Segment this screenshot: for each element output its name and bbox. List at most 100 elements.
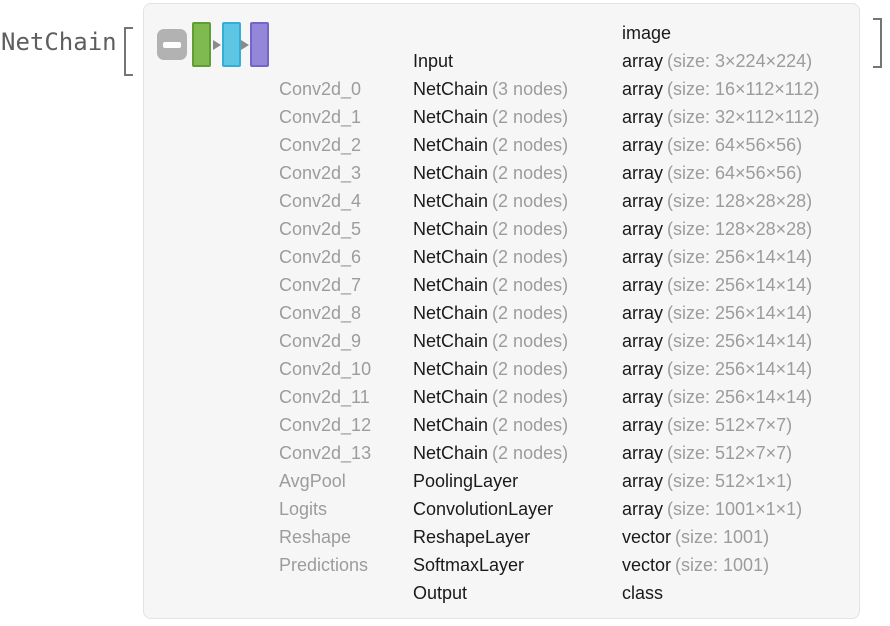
port-cell: array(size: 512×7×7) [622,439,792,467]
layer-table: image Input array(size: 3×224×224) Conv2… [144,19,859,607]
layer-name: Conv2d_3 [279,163,362,183]
layer-type: Input [413,51,454,71]
port-cell: array(size: 256×14×14) [622,271,812,299]
port-size-note: (size: 16×112×112) [667,79,820,99]
port-size-note: (size: 1001) [675,555,770,575]
layer-type-cell: ConvolutionLayer [413,495,557,523]
layer-row: Logits ConvolutionLayer array(size: 1001… [144,495,859,523]
layer-type: NetChain [413,303,489,323]
layer-row: Output class [144,579,859,607]
port-type: array [622,79,664,99]
minimize-button[interactable] [157,29,187,60]
port-size-note: (size: 32×112×112) [667,107,820,127]
layer-type-note: (2 nodes) [492,163,569,183]
layer-type-note: (2 nodes) [492,219,569,239]
port-cell: array(size: 128×28×28) [622,187,812,215]
port-type: array [622,387,664,407]
layer-type: NetChain [413,135,489,155]
layer-row: Conv2d_11 NetChain(2 nodes) array(size: … [144,383,859,411]
layer-row: Conv2d_13 NetChain(2 nodes) array(size: … [144,439,859,467]
port-size-note: (size: 3×224×224) [667,51,813,71]
layer-type: ConvolutionLayer [413,499,554,519]
port-size-note: (size: 256×14×14) [667,275,813,295]
layer-type-cell: NetChain(2 nodes) [413,187,568,215]
layer-type-note: (2 nodes) [492,107,569,127]
layer-row: AvgPool PoolingLayer array(size: 512×1×1… [144,467,859,495]
layer-type: NetChain [413,219,489,239]
layer-type-cell: NetChain(2 nodes) [413,411,568,439]
layer-type-cell: ReshapeLayer [413,523,534,551]
port-type: array [622,191,664,211]
layer-name: Conv2d_6 [279,247,362,267]
port-type: array [622,499,664,519]
port-cell: array(size: 64×56×56) [622,131,802,159]
port-cell: array(size: 256×14×14) [622,383,812,411]
layer-type-cell: NetChain(2 nodes) [413,355,568,383]
port-cell: array(size: 256×14×14) [622,355,812,383]
layer-thumbnail-green [192,22,211,67]
layer-type-cell: NetChain(2 nodes) [413,103,568,131]
layer-name: Conv2d_9 [279,331,362,351]
layer-type: NetChain [413,415,489,435]
layer-name: Reshape [279,527,352,547]
layer-row: Conv2d_10 NetChain(2 nodes) array(size: … [144,355,859,383]
layer-type-note: (2 nodes) [492,303,569,323]
layer-type-cell: NetChain(2 nodes) [413,131,568,159]
layer-type-note: (3 nodes) [492,79,569,99]
port-cell: array(size: 3×224×224) [622,47,812,75]
port-size-note: (size: 256×14×14) [667,331,813,351]
port-type: array [622,275,664,295]
layer-type: NetChain [413,443,489,463]
layer-row: Reshape ReshapeLayer vector(size: 1001) [144,523,859,551]
layer-type: PoolingLayer [413,471,519,491]
layer-type: NetChain [413,79,489,99]
layer-type-note: (2 nodes) [492,443,569,463]
port-cell: array(size: 512×1×1) [622,467,792,495]
arrow-right-icon [213,40,221,50]
layer-type: ReshapeLayer [413,527,531,547]
layer-type-cell: NetChain(2 nodes) [413,243,568,271]
layer-type-note: (2 nodes) [492,387,569,407]
port-type: array [622,247,664,267]
layer-type: NetChain [413,107,489,127]
layer-name: Logits [279,499,328,519]
netchain-head-label: NetChain [1,28,117,56]
port-cell: class [622,579,667,607]
layer-type-cell: NetChain(3 nodes) [413,75,568,103]
layer-row: Conv2d_1 NetChain(2 nodes) array(size: 3… [144,103,859,131]
port-cell: array(size: 256×14×14) [622,243,812,271]
layer-name: Conv2d_4 [279,191,362,211]
layer-type-note: (2 nodes) [492,359,569,379]
layer-type-note: (2 nodes) [492,191,569,211]
layer-row: Conv2d_9 NetChain(2 nodes) array(size: 2… [144,327,859,355]
port-type: array [622,163,664,183]
port-type: vector [622,555,672,575]
layer-type-cell: NetChain(2 nodes) [413,215,568,243]
layer-row: Conv2d_6 NetChain(2 nodes) array(size: 2… [144,243,859,271]
layer-row: Conv2d_3 NetChain(2 nodes) array(size: 6… [144,159,859,187]
port-cell: array(size: 16×112×112) [622,75,819,103]
port-size-note: (size: 512×7×7) [667,415,793,435]
layer-type: NetChain [413,275,489,295]
layer-type-note: (2 nodes) [492,247,569,267]
layer-type-cell: NetChain(2 nodes) [413,271,568,299]
port-cell: array(size: 256×14×14) [622,327,812,355]
port-type: array [622,331,664,351]
port-size-note: (size: 512×1×1) [667,471,793,491]
port-size-note: (size: 256×14×14) [667,387,813,407]
layer-name: Conv2d_13 [279,443,372,463]
layer-type-note: (2 nodes) [492,415,569,435]
port-type: array [622,219,664,239]
layer-row: image [144,19,859,47]
port-size-note: (size: 64×56×56) [667,135,803,155]
layer-type-cell: NetChain(2 nodes) [413,159,568,187]
layer-row: Conv2d_0 NetChain(3 nodes) array(size: 1… [144,75,859,103]
layer-type: NetChain [413,331,489,351]
port-size-note: (size: 256×14×14) [667,303,813,323]
port-type: vector [622,527,672,547]
layer-type: NetChain [413,359,489,379]
layer-type-cell: NetChain(2 nodes) [413,383,568,411]
layer-type: SoftmaxLayer [413,555,525,575]
layer-name: Conv2d_10 [279,359,372,379]
port-cell: array(size: 32×112×112) [622,103,819,131]
